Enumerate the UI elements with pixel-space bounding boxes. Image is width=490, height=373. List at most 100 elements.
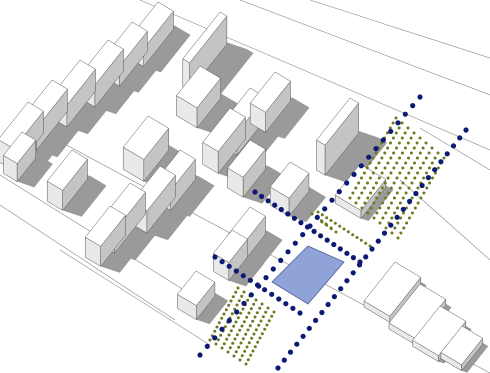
secondary-route-dot	[245, 345, 249, 349]
secondary-route-dot	[394, 131, 398, 135]
primary-route-dot	[276, 296, 282, 302]
primary-route-dot	[291, 215, 297, 221]
secondary-route-dot	[348, 196, 352, 200]
primary-route-dot	[300, 333, 306, 339]
secondary-route-dot	[220, 316, 224, 320]
primary-route-dots	[197, 94, 469, 371]
secondary-route-dot	[430, 161, 434, 165]
primary-route-dot	[402, 111, 408, 117]
secondary-route-dot	[400, 121, 404, 125]
primary-route-dot	[350, 270, 356, 276]
primary-route-dot	[331, 241, 337, 248]
building-roof	[334, 163, 387, 211]
secondary-route-dot	[412, 146, 416, 150]
secondary-route-dot	[405, 221, 409, 225]
primary-route-dot	[318, 233, 324, 239]
secondary-route-dot	[246, 298, 250, 302]
secondary-route-dot	[422, 191, 426, 195]
primary-route-dot	[314, 214, 320, 220]
secondary-route-dot	[381, 201, 385, 205]
building-roof	[412, 305, 467, 356]
primary-route-dot	[281, 357, 287, 363]
secondary-route-dot	[416, 201, 420, 205]
secondary-route-dot	[254, 328, 258, 332]
secondary-route-dot	[254, 298, 258, 302]
secondary-route-dot	[235, 303, 239, 307]
secondary-route-dot	[256, 340, 260, 344]
primary-route-dot	[363, 254, 369, 260]
primary-route-dot	[369, 246, 375, 252]
primary-route-dot	[388, 128, 394, 134]
building	[177, 270, 216, 321]
secondary-route-dot	[247, 341, 251, 345]
secondary-route-dot	[424, 156, 428, 160]
secondary-route-dot	[260, 302, 264, 306]
secondary-route-dot	[442, 156, 446, 160]
secondary-route-dot	[374, 166, 378, 170]
secondary-route-dot	[259, 319, 263, 323]
secondary-route-dot	[316, 210, 320, 214]
building-roof	[440, 325, 484, 366]
secondary-route-dot	[425, 186, 429, 190]
secondary-route-dot	[395, 191, 399, 195]
secondary-route-dot	[227, 333, 231, 337]
secondary-route-dot	[366, 196, 370, 200]
secondary-route-dot	[363, 201, 367, 205]
secondary-route-dot	[360, 206, 364, 210]
secondary-route-dot	[393, 226, 397, 230]
secondary-route-dot	[430, 146, 434, 150]
secondary-route-dot	[419, 196, 423, 200]
secondary-route-dot	[372, 186, 375, 190]
secondary-route-dot	[255, 311, 259, 315]
primary-route-dot	[306, 325, 312, 331]
secondary-route-dot	[427, 151, 431, 155]
secondary-route-dot	[357, 181, 361, 185]
primary-route-dot	[395, 120, 401, 126]
secondary-route-dot	[234, 350, 238, 354]
secondary-route-dot	[372, 201, 376, 205]
secondary-route-dot	[334, 230, 338, 234]
secondary-route-dot	[224, 308, 228, 312]
primary-route-dot	[297, 310, 303, 316]
secondary-route-dot	[395, 146, 398, 150]
secondary-route-dot	[398, 201, 402, 205]
secondary-route-dot	[399, 231, 403, 235]
primary-route-dot	[247, 277, 253, 283]
secondary-route-dot	[395, 161, 399, 165]
secondary-route-dot	[257, 323, 261, 327]
secondary-route-dot	[246, 358, 250, 362]
primary-route-dot	[304, 224, 311, 230]
secondary-route-dot	[359, 238, 363, 242]
secondary-route-dot	[214, 342, 218, 346]
secondary-route-dot	[377, 161, 381, 165]
primary-route-dot	[285, 211, 291, 217]
ground-line	[139, 0, 490, 151]
secondary-route-dot	[431, 176, 434, 180]
primary-route-dot	[338, 286, 344, 292]
secondary-route-dot	[249, 353, 253, 357]
secondary-route-dot	[217, 321, 221, 325]
secondary-route-dot	[346, 230, 350, 234]
secondary-route-dot	[251, 319, 255, 323]
secondary-route-dot	[413, 176, 417, 180]
primary-route-dot	[425, 175, 431, 181]
secondary-route-dot	[239, 311, 243, 315]
secondary-route-dot	[213, 329, 217, 333]
primary-route-dot	[444, 151, 450, 157]
primary-route-dot	[394, 214, 400, 220]
primary-route-dot	[275, 365, 281, 371]
secondary-route-dot	[240, 294, 244, 298]
secondary-route-dot	[232, 354, 236, 358]
primary-route-dot	[219, 259, 225, 265]
primary-route-dot	[357, 259, 363, 265]
secondary-route-dot	[238, 328, 242, 332]
secondary-route-dot	[222, 312, 226, 316]
primary-route-dot	[358, 163, 364, 169]
secondary-route-dot	[396, 221, 400, 225]
primary-route-dot	[319, 309, 325, 316]
secondary-route-dot	[408, 216, 411, 220]
secondary-route-dot	[401, 196, 405, 200]
building-roof	[46, 149, 88, 191]
secondary-route-dot	[421, 146, 425, 150]
primary-route-dot	[331, 294, 337, 300]
